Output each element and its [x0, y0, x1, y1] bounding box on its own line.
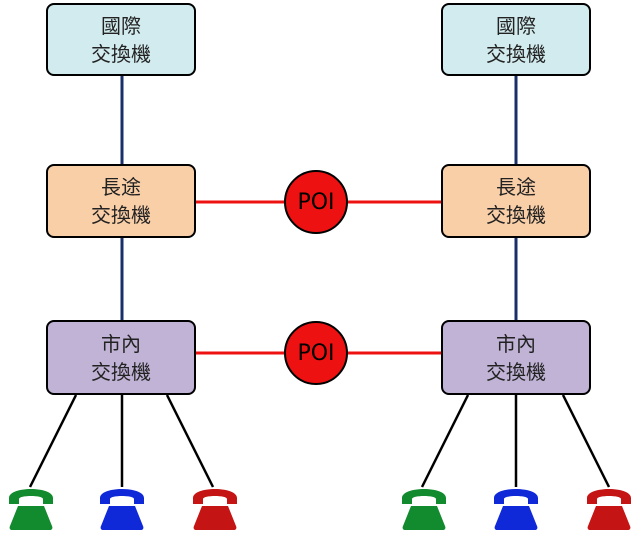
box-label-line2: 交換機	[91, 41, 151, 66]
poi-node-local: POI	[284, 321, 348, 385]
telephone-icon-red	[193, 489, 237, 530]
poi-node-long-distance: POI	[284, 170, 348, 234]
wire-right-1	[420, 394, 470, 488]
poi-label: POI	[297, 189, 335, 215]
wire-left-1	[28, 394, 78, 488]
wire-right-3	[561, 394, 611, 488]
box-label-line2: 交換機	[91, 203, 151, 227]
right-long-distance-exchange: 長途 交換機	[441, 164, 591, 238]
box-label-line2: 交換機	[486, 41, 546, 66]
box-label-line1: 國際	[101, 13, 141, 38]
box-label-line2: 交換機	[91, 359, 151, 384]
left-long-distance-exchange: 長途 交換機	[46, 164, 196, 238]
box-label-line1: 長途	[496, 175, 536, 199]
telephone-icon-green	[9, 489, 53, 530]
left-local-exchange: 市內 交換機	[46, 320, 196, 395]
box-label-line1: 市內	[101, 331, 141, 356]
right-international-exchange: 國際 交換機	[441, 3, 591, 76]
box-label-line1: 國際	[496, 13, 536, 38]
wire-left-3	[165, 394, 215, 488]
telephone-icon-blue	[100, 489, 144, 530]
box-label-line2: 交換機	[486, 359, 546, 384]
right-local-exchange: 市內 交換機	[441, 320, 591, 395]
box-label-line1: 長途	[101, 175, 141, 199]
telephone-icon-green	[402, 489, 446, 530]
telephone-icon-red	[587, 489, 631, 530]
left-international-exchange: 國際 交換機	[46, 3, 196, 76]
box-label-line2: 交換機	[486, 203, 546, 227]
box-label-line1: 市內	[496, 331, 536, 356]
poi-label: POI	[297, 340, 335, 366]
telephone-icon-blue	[494, 489, 538, 530]
